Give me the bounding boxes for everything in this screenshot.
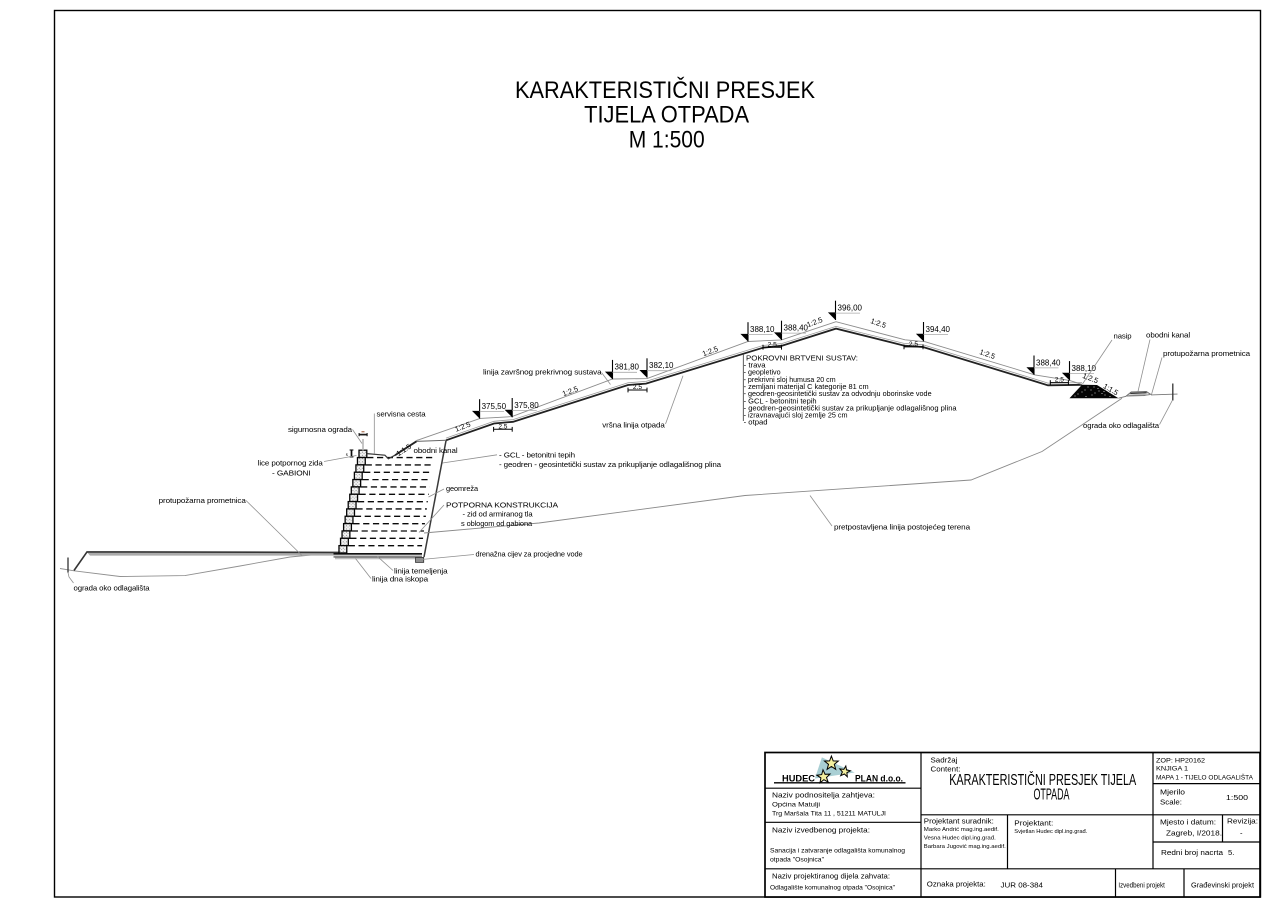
svg-text:- geopletivo: - geopletivo — [744, 368, 781, 377]
svg-text:lice potpornog zida: lice potpornog zida — [258, 459, 324, 468]
svg-text:TIJELA OTPADA: TIJELA OTPADA — [584, 102, 750, 129]
svg-text:- geodren - geosintetički sust: - geodren - geosintetički sustav za prik… — [499, 460, 722, 469]
svg-text:servisna cesta: servisna cesta — [377, 410, 427, 419]
svg-text:382,10: 382,10 — [649, 361, 674, 370]
svg-text:- GCL - betonitni tepih: - GCL - betonitni tepih — [499, 450, 575, 459]
svg-text:Naziv projektiranog dijela zah: Naziv projektiranog dijela zahvata: — [772, 872, 890, 881]
svg-text:JUR 08-384: JUR 08-384 — [1001, 880, 1044, 889]
svg-text:- geodren-geosintetički sustav: - geodren-geosintetički sustav za prikup… — [744, 403, 958, 412]
svg-text:Revizija:: Revizija: — [1227, 817, 1258, 826]
svg-text:-: - — [1240, 829, 1243, 838]
svg-text:POKROVNI BRTVENI SUSTAV:: POKROVNI BRTVENI SUSTAV: — [746, 353, 858, 362]
svg-text:2.5: 2.5 — [1055, 377, 1064, 384]
svg-text:Mjerilo: Mjerilo — [1160, 788, 1185, 797]
svg-text:Barbara Jugović mag.ing.aedif.: Barbara Jugović mag.ing.aedif. — [924, 844, 1006, 850]
svg-text:Izvedbeni projekt: Izvedbeni projekt — [1118, 881, 1165, 889]
svg-text:KARAKTERISTIČNI PRESJEK: KARAKTERISTIČNI PRESJEK — [515, 76, 816, 104]
svg-text:Zagreb, I/2018.: Zagreb, I/2018. — [1166, 829, 1222, 838]
svg-text:Oznaka projekta:: Oznaka projekta: — [927, 879, 986, 888]
svg-text:sigurnosna ograda: sigurnosna ograda — [288, 425, 353, 434]
svg-text:protupožarna prometnica: protupožarna prometnica — [159, 496, 247, 505]
svg-text:Redni broj nacrta: Redni broj nacrta — [1161, 848, 1224, 857]
svg-text:obodni kanal: obodni kanal — [414, 446, 459, 455]
svg-text:388,40: 388,40 — [1036, 358, 1061, 367]
svg-text:Content:: Content: — [931, 765, 961, 774]
svg-text:pretpostavljena linija postoje: pretpostavljena linija postojećeg terena — [834, 523, 971, 532]
svg-text:obodni kanal: obodni kanal — [1146, 331, 1191, 340]
svg-text:- trava: - trava — [744, 361, 767, 370]
svg-text:protupožarna prometnica: protupožarna prometnica — [1163, 349, 1251, 358]
svg-text:linija dna iskopa: linija dna iskopa — [372, 575, 429, 584]
svg-text:PLAN d.o.o.: PLAN d.o.o. — [855, 773, 903, 784]
svg-text:Općina Matulji: Općina Matulji — [772, 802, 821, 809]
svg-text:Projektant suradnik:: Projektant suradnik: — [924, 817, 994, 826]
svg-text:2.5: 2.5 — [633, 384, 642, 391]
svg-text:Mjesto i datum:: Mjesto i datum: — [1160, 818, 1216, 827]
svg-text:s: s — [346, 452, 348, 457]
svg-text:394,40: 394,40 — [926, 325, 951, 334]
svg-text:388,10: 388,10 — [1072, 364, 1097, 373]
svg-text:Svjetlan Hudec dipl.ing.građ.: Svjetlan Hudec dipl.ing.građ. — [1014, 829, 1087, 835]
svg-text:KNJIGA 1: KNJIGA 1 — [1156, 766, 1189, 773]
svg-text:M 1:500: M 1:500 — [629, 127, 705, 154]
svg-text:- otpad: - otpad — [744, 418, 768, 427]
svg-text:ZOP: HP20162: ZOP: HP20162 — [1156, 757, 1205, 764]
svg-text:Građevinski projekt: Građevinski projekt — [1191, 881, 1255, 890]
svg-text:Scale:: Scale: — [1160, 798, 1182, 807]
svg-text:Sadržaj: Sadržaj — [931, 756, 958, 765]
svg-text:Trg Maršala Tita 11 , 51211 MA: Trg Maršala Tita 11 , 51211 MATULJI — [772, 811, 886, 818]
svg-text:Projektant:: Projektant: — [1014, 819, 1053, 828]
svg-text:Odlagalište komunalnog otpada: Odlagalište komunalnog otpada "Osojnica" — [770, 885, 896, 892]
svg-text:otpada "Osojnica": otpada "Osojnica" — [770, 857, 825, 864]
svg-text:396,00: 396,00 — [838, 304, 863, 313]
svg-text:Vesna Hudec dipl.ing.građ.: Vesna Hudec dipl.ing.građ. — [924, 836, 996, 842]
svg-text:5.: 5. — [1228, 848, 1234, 857]
svg-text:ograda oko odlagališta: ograda oko odlagališta — [74, 583, 151, 592]
svg-text:1:500: 1:500 — [1226, 793, 1248, 802]
svg-text:- geodren-geosintetički sustav: - geodren-geosintetički sustav za odvodn… — [744, 389, 932, 398]
svg-text:linija završnog prekrivnog sus: linija završnog prekrivnog sustava — [483, 368, 603, 377]
svg-text:- izravnavajući sloj zemlje 25: - izravnavajući sloj zemlje 25 cm — [744, 411, 848, 420]
svg-text:- zemljani materijal C kategor: - zemljani materijal C kategorije 81 cm — [744, 382, 869, 391]
svg-text:KARAKTERISTIČNI PRESJEK TIJELA: KARAKTERISTIČNI PRESJEK TIJELA — [949, 772, 1136, 789]
svg-text:linija temeljenja: linija temeljenja — [394, 567, 449, 576]
svg-text:POTPORNA KONSTRUKCIJA: POTPORNA KONSTRUKCIJA — [446, 500, 558, 509]
svg-text:381,80: 381,80 — [615, 363, 640, 372]
svg-text:2.5: 2.5 — [909, 341, 918, 348]
svg-text:ograda oko odlagališta: ograda oko odlagališta — [1083, 421, 1160, 430]
svg-text:2.5: 2.5 — [768, 341, 777, 348]
svg-text:Naziv izvedbenog projekta:: Naziv izvedbenog projekta: — [772, 826, 870, 835]
svg-text:s oblogom od gabiona: s oblogom od gabiona — [461, 519, 533, 528]
svg-text:geomreža: geomreža — [446, 484, 479, 493]
svg-text:nasip: nasip — [1114, 332, 1132, 341]
svg-text:375,80: 375,80 — [514, 401, 539, 410]
svg-text:drenažna cijev za procjedne vo: drenažna cijev za procjedne vode — [476, 550, 583, 559]
svg-text:388,10: 388,10 — [750, 325, 775, 334]
svg-text:388,40: 388,40 — [784, 324, 809, 333]
svg-text:- zid od armiranog tla: - zid od armiranog tla — [463, 510, 534, 519]
svg-text:- GABIONI: - GABIONI — [272, 469, 311, 478]
svg-text:2.5: 2.5 — [498, 423, 507, 430]
svg-text:Marko Andrić mag.ing.aedif.: Marko Andrić mag.ing.aedif. — [924, 827, 999, 833]
svg-text:OTPADA: OTPADA — [1034, 787, 1070, 804]
svg-text:375,50: 375,50 — [482, 402, 507, 411]
svg-text:HUDEC: HUDEC — [782, 773, 815, 784]
svg-text:Sanacija i zatvaranje odlagali: Sanacija i zatvaranje odlagališta komuna… — [770, 848, 905, 855]
svg-text:MAPA 1 - TIJELO ODLAGALIŠTA: MAPA 1 - TIJELO ODLAGALIŠTA — [1156, 772, 1254, 781]
svg-text:vršna linija otpada: vršna linija otpada — [602, 420, 666, 429]
svg-text:Naziv podnositelja zahtjeva:: Naziv podnositelja zahtjeva: — [772, 791, 875, 800]
svg-text:- prekrivni sloj humusa 20 cm: - prekrivni sloj humusa 20 cm — [744, 375, 836, 384]
svg-text:- GCL - betonitni tepih: - GCL - betonitni tepih — [744, 396, 817, 405]
